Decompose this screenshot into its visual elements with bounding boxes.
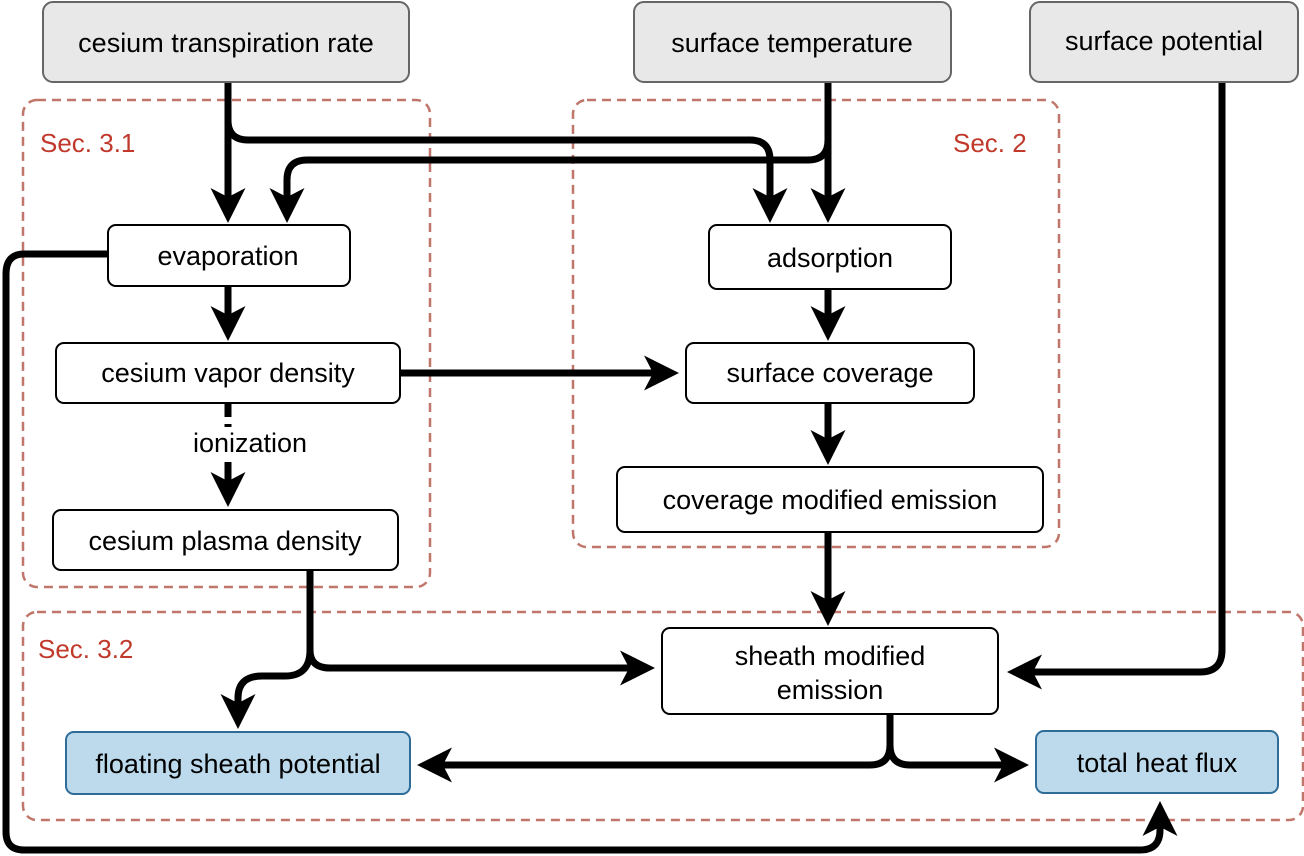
section-label-sec31: Sec. 3.1 <box>40 128 135 158</box>
edge-sheath-heatflux <box>886 744 1029 783</box>
section-frame-sec32 <box>21 610 1304 822</box>
output-node-floating-potential: floating sheath potential <box>65 731 411 795</box>
output-box-heat-flux <box>1035 730 1279 794</box>
node-box-vapor-density <box>55 342 401 404</box>
node-sheath-emission: sheath modified emission <box>661 627 999 715</box>
input-node-surface-potential: surface potential <box>1029 1 1299 83</box>
node-box-surface-coverage <box>685 342 975 404</box>
edge-plasma-floating <box>220 649 314 729</box>
output-label-heat-flux: total heat flux <box>1077 748 1238 778</box>
section-frame-sec2 <box>571 98 1061 549</box>
node-box-adsorption <box>708 224 952 290</box>
edge-plasma-sheath <box>306 570 655 686</box>
edge-label-ionization: ionization <box>193 428 307 458</box>
output-label-floating-potential: floating sheath potential <box>95 749 380 779</box>
node-box-coverage-emission <box>616 466 1044 533</box>
node-evaporation: evaporation <box>107 224 351 287</box>
node-box-plasma-density <box>52 509 399 571</box>
input-node-transpiration: cesium transpiration rate <box>42 1 410 83</box>
node-label-vapor-density: cesium vapor density <box>101 358 355 388</box>
node-label-evaporation: evaporation <box>157 241 298 271</box>
node-coverage-emission: coverage modified emission <box>616 466 1044 533</box>
edge-temperature-evaporation <box>269 139 832 223</box>
node-box-evaporation <box>107 224 351 287</box>
section-label-sec2: Sec. 2 <box>953 128 1027 158</box>
node-label-adsorption: adsorption <box>767 243 893 273</box>
node-adsorption: adsorption <box>708 224 952 290</box>
input-box-transpiration <box>42 1 410 83</box>
node-label-coverage-emission: coverage modified emission <box>663 485 998 515</box>
node-label-sheath-emission-line1: sheath modified <box>735 641 926 671</box>
edge-sheath-floating <box>417 714 894 783</box>
node-vapor-density: cesium vapor density <box>55 342 401 404</box>
input-box-surface-potential <box>1029 1 1299 83</box>
section-frame-sec31 <box>21 98 432 589</box>
input-box-surface-temperature <box>633 1 952 83</box>
input-node-surface-temperature: surface temperature <box>633 1 952 83</box>
node-surface-coverage: surface coverage <box>685 342 975 404</box>
output-box-floating-potential <box>65 731 411 795</box>
input-label-surface-temperature: surface temperature <box>671 28 913 58</box>
node-box-sheath-emission <box>661 627 999 715</box>
node-label-plasma-density: cesium plasma density <box>88 526 362 556</box>
node-label-sheath-emission-line2: emission <box>777 675 884 705</box>
edge-transpiration-adsorption <box>224 119 788 223</box>
output-node-heat-flux: total heat flux <box>1035 730 1279 794</box>
section-label-sec32: Sec. 3.2 <box>38 634 133 664</box>
node-plasma-density: cesium plasma density <box>52 509 399 571</box>
input-label-surface-potential: surface potential <box>1065 26 1263 56</box>
node-label-surface-coverage: surface coverage <box>726 358 933 388</box>
input-label-transpiration: cesium transpiration rate <box>78 28 374 58</box>
edge-potential-sheath <box>1007 82 1226 690</box>
edge-evaporation-heatflux <box>2 250 1178 854</box>
